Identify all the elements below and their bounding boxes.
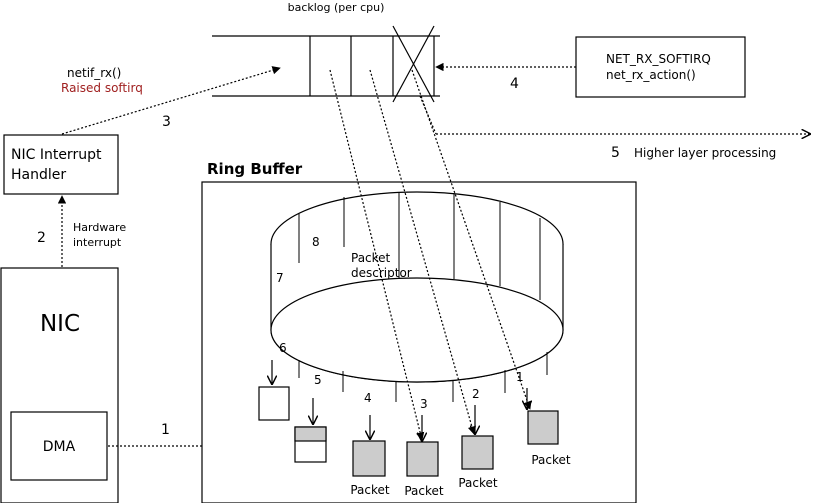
dma-label: DMA (43, 439, 76, 455)
packet-buffer-2 (461, 435, 494, 470)
step4-number: 4 (510, 76, 519, 92)
backlog-label: backlog (per cpu) (288, 1, 385, 14)
filling-buffer (294, 426, 327, 463)
ring-buffer-title: Ring Buffer (207, 160, 303, 178)
packet-descriptor-line2: descriptor (351, 266, 412, 280)
packet-label-4: Packet (350, 483, 390, 497)
softirq-title: NET_RX_SOFTIRQ (606, 52, 711, 66)
slot-label-6: 6 (279, 341, 287, 355)
hardware-interrupt-line2: interrupt (73, 236, 122, 249)
empty-buffer (258, 386, 290, 421)
interrupt-handler-line2: Handler (11, 167, 66, 183)
hardware-interrupt-line1: Hardware (73, 221, 126, 234)
step3-arrow (61, 66, 281, 135)
packet-label-3: Packet (404, 484, 444, 498)
slot-label-3: 3 (420, 397, 428, 411)
packet-label-2: Packet (458, 476, 498, 490)
packet-buffer-3 (406, 441, 439, 477)
slot-label-5: 5 (314, 373, 322, 387)
packet-descriptor-line1: Packet (351, 251, 391, 265)
packet-buffer-1 (527, 410, 559, 445)
interrupt-handler-box: NIC Interrupt Handler (3, 134, 119, 195)
slot-label-1: 1 (516, 370, 524, 384)
nic-box: NIC DMA (0, 267, 119, 503)
raised-softirq-label: Raised softirq (61, 81, 143, 95)
slot-label-4: 4 (364, 391, 372, 405)
packet-label-1: Packet (531, 453, 571, 467)
step2-number: 2 (37, 230, 46, 246)
slot-label-2: 2 (472, 387, 480, 401)
netif-rx-label: netif_rx() (67, 66, 121, 80)
softirq-box: NET_RX_SOFTIRQ net_rx_action() (575, 36, 746, 98)
slot-label-8: 8 (312, 235, 320, 249)
step1-number: 1 (161, 422, 170, 438)
ring-cylinder: 1 2 3 4 5 6 7 8 Packet descriptor (270, 191, 564, 411)
slot-label-7: 7 (276, 271, 284, 285)
dma-box (10, 411, 108, 481)
backlog-queue: backlog (per cpu) (212, 1, 440, 103)
packet-buffer-4 (352, 440, 386, 477)
nic-label: NIC (40, 311, 80, 337)
interrupt-handler-line1: NIC Interrupt (11, 147, 102, 163)
softirq-function: net_rx_action() (606, 68, 696, 82)
step5-number: 5 (611, 145, 620, 161)
backlog-to-packet2-line (369, 69, 476, 435)
step3-number: 3 (162, 114, 171, 130)
step5-text: Higher layer processing (634, 146, 776, 160)
backlog-to-packet3-line (329, 69, 425, 441)
